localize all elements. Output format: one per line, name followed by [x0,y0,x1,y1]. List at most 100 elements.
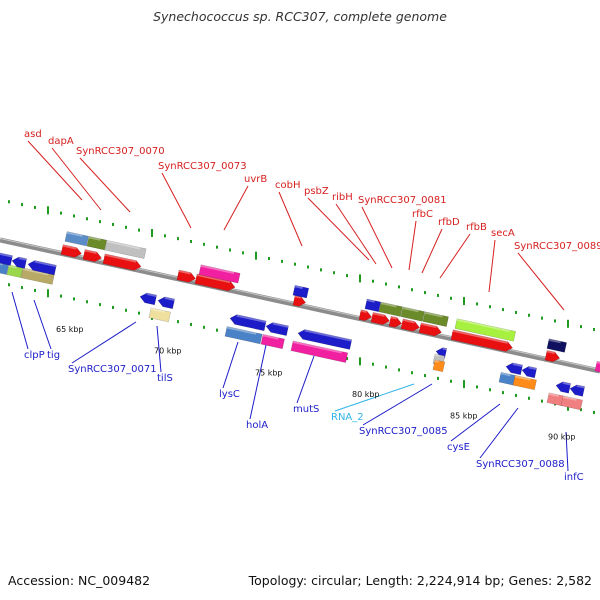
track-tick [229,248,231,252]
gene-feature [148,307,171,323]
gene-label[interactable]: RNA_2 [331,412,364,423]
gene-shine [146,292,157,298]
track-tick [294,262,296,266]
track-tick [346,274,348,278]
callout-line [307,197,370,261]
gene-shine [150,307,165,313]
gene-label[interactable]: cysE [447,442,470,453]
track-tick [385,282,387,286]
callout-line [439,233,471,279]
gene-shape [400,318,420,332]
track-tick [177,320,179,324]
gene-features [0,231,600,411]
gene-shine [84,249,97,254]
gene-label[interactable]: ribH [332,192,353,203]
track-tick [476,302,478,306]
track-tick [580,325,582,329]
gene-label[interactable]: secA [491,228,515,239]
gene-label[interactable]: SynRCC307_0089 [514,241,600,252]
gene-shape [521,366,538,379]
gene-shine [294,285,303,289]
track-tick [346,357,348,361]
gene-shape [512,375,537,391]
track-tick [411,371,413,375]
track-tick [398,368,400,372]
track-tick [307,265,309,269]
gene-shape [60,244,82,258]
gene-shine [22,267,49,276]
gene-shine [548,392,559,397]
track-tick [47,289,49,298]
gene-label[interactable]: clpP [24,350,45,361]
gene-label[interactable]: psbZ [304,186,329,197]
gene-shine [528,366,537,371]
track-tick [268,257,270,261]
gene-label[interactable]: rfbD [438,217,460,228]
gene-shape [198,264,241,284]
track-tick [125,225,127,229]
gene-label[interactable]: mutS [293,404,319,415]
gene-shine [0,252,13,258]
callout-line [223,185,249,231]
callout-line [517,252,565,311]
gene-shape [388,315,403,328]
gene-label[interactable]: rfbC [412,209,433,220]
kbp-label: 65 kbp [56,325,84,334]
track-tick [385,365,387,369]
gene-label[interactable]: dapA [48,136,74,147]
gene-shine [390,316,397,320]
callout-line [278,191,303,247]
gene-shine [226,326,257,335]
gene-label[interactable]: cobH [275,180,300,191]
gene-shape [450,329,513,352]
gene-shine [360,309,367,313]
gene-label[interactable]: SynRCC307_0070 [76,146,165,157]
track-tick [8,283,10,287]
gene-shine [18,257,27,261]
track-tick [476,385,478,389]
track-tick [372,362,374,366]
gene-shine [380,302,397,308]
gene-feature [86,236,107,251]
gene-label[interactable]: uvrB [244,174,267,185]
gene-feature [378,301,403,317]
callout-line [249,344,267,420]
gene-label[interactable]: tig [47,350,60,361]
track-tick [138,311,140,315]
gene-shape [505,362,523,376]
gene-label[interactable]: SynRCC307_0085 [359,426,448,437]
track-tick [8,200,10,204]
gene-label[interactable]: SynRCC307_0073 [158,161,247,172]
gene-feature [546,338,567,353]
track-tick [450,296,452,300]
gene-label[interactable]: holA [246,420,268,431]
gene-label[interactable]: SynRCC307_0071 [68,364,157,375]
gene-shine [366,299,375,303]
gene-label[interactable]: infC [564,472,584,483]
track-tick [463,380,465,389]
gene-shape [157,296,175,310]
gene-label[interactable]: SynRCC307_0088 [476,459,565,470]
gene-shine [104,253,137,263]
callout-line [71,321,137,364]
gene-shape [229,314,267,332]
gene-label[interactable]: asd [24,129,42,140]
gene-shape [86,236,107,251]
gene-label[interactable]: tilS [157,373,173,384]
gene-shape [546,338,567,353]
gene-shine [200,264,235,274]
track-tick [450,379,452,383]
track-tick [372,279,374,283]
gene-feature [292,285,310,299]
gene-shine [402,306,419,313]
gene-shine [456,318,510,333]
gene-label[interactable]: SynRCC307_0081 [358,195,447,206]
gene-shine [304,329,352,342]
callout-line [161,172,192,229]
track-tick [489,305,491,309]
gene-shine [106,240,141,250]
gene-label[interactable]: lysC [219,389,240,400]
gene-label[interactable]: rfbB [466,222,487,233]
gene-shape [224,326,263,345]
